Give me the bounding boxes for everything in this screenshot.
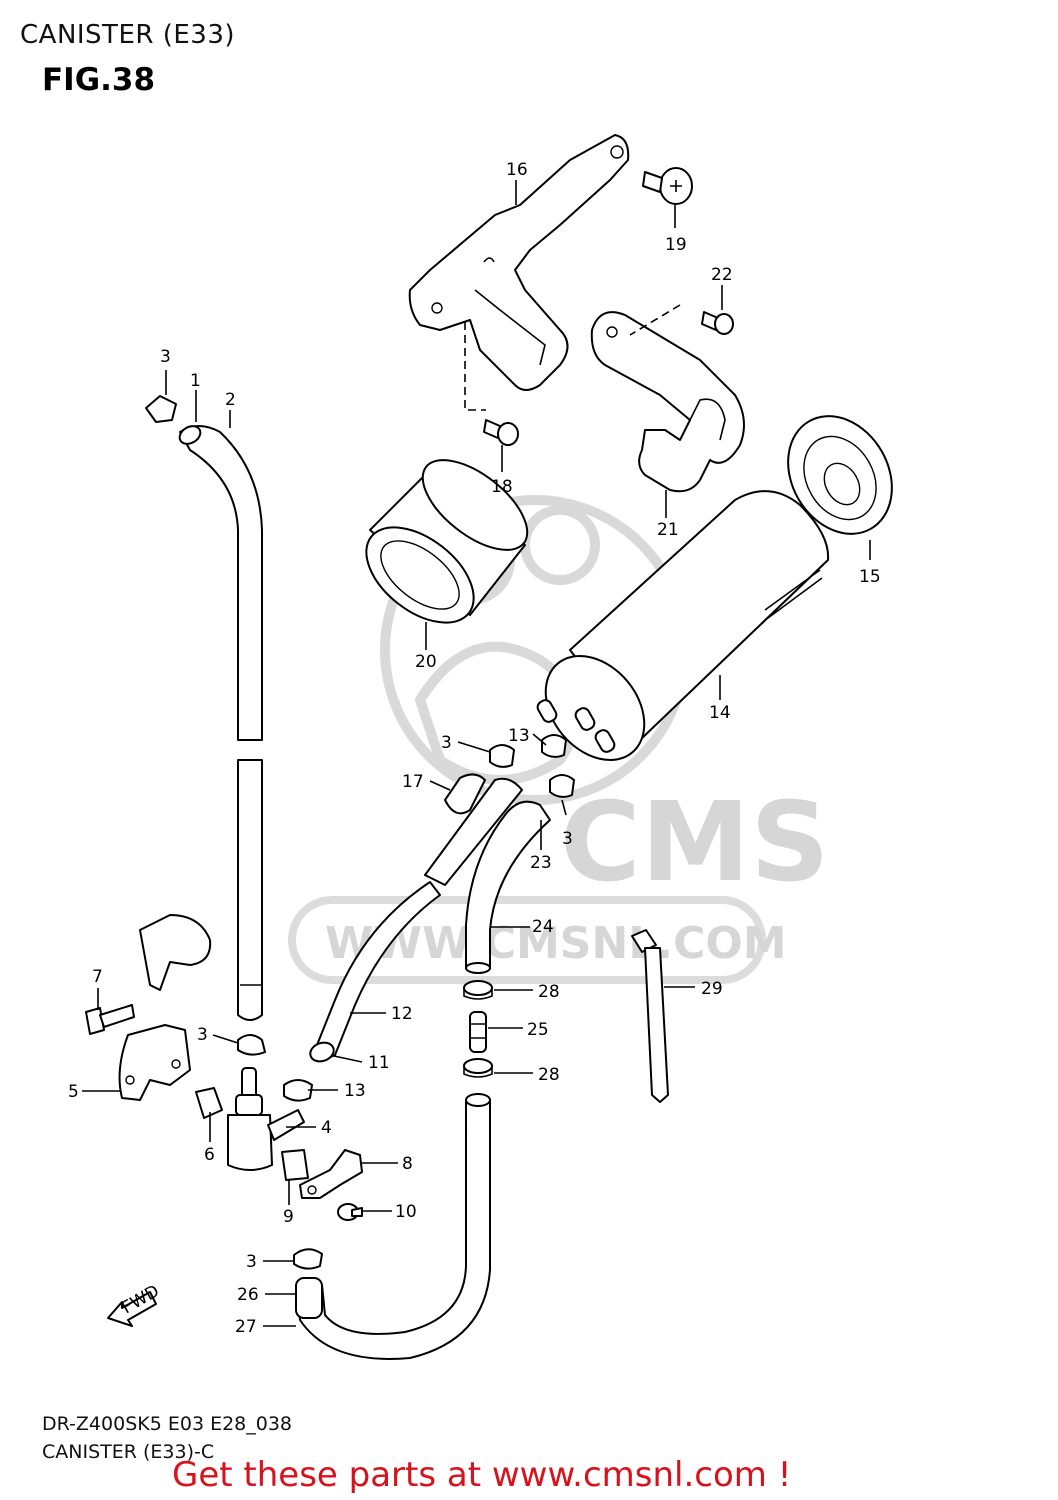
figure-label: FIG.38 — [42, 62, 156, 98]
part-3-clamp — [237, 1034, 266, 1056]
part-5-bracket — [118, 914, 212, 1101]
callout-labels: 16 19 22 3 1 2 18 21 15 20 14 3 13 17 3 … — [68, 160, 881, 1337]
diagram-header-title: CANISTER (E33) — [20, 20, 235, 50]
callout-5: 5 — [68, 1082, 79, 1102]
part-17-bracket — [408, 134, 630, 391]
callout-3: 3 — [562, 829, 573, 849]
part-24-hose — [465, 800, 551, 974]
part-27-hose — [295, 1093, 491, 1360]
part-10-screw — [337, 1203, 363, 1221]
callout-25: 25 — [527, 1020, 549, 1040]
part-15-canister-cap — [787, 415, 893, 535]
model-code: DR-Z400SK5 E03 E28_038 — [42, 1413, 293, 1435]
callout-27: 27 — [235, 1317, 257, 1337]
callout-20: 20 — [415, 652, 437, 672]
part-22-bolt — [701, 311, 734, 335]
part-16-plug — [444, 773, 486, 815]
part-13-clamp — [541, 734, 567, 758]
callout-18: 18 — [491, 477, 513, 497]
part-3-clamp — [145, 395, 177, 423]
part-2-long-hose — [178, 425, 263, 1021]
callout-6: 6 — [204, 1145, 215, 1165]
fwd-arrow-icon: FWD — [107, 1281, 163, 1327]
part-3-clamp — [549, 774, 575, 798]
part-4-valve — [227, 1067, 305, 1171]
part-6-clip — [195, 1087, 223, 1119]
callout-3: 3 — [197, 1025, 208, 1045]
callout-2: 2 — [225, 390, 236, 410]
part-20-canister-cap — [365, 459, 529, 624]
callout-12: 12 — [391, 1004, 413, 1024]
promo-banner-link[interactable]: Get these parts at www.cmsnl.com ! — [172, 1455, 792, 1495]
callout-3: 3 — [160, 347, 171, 367]
callout-22: 22 — [711, 265, 733, 285]
part-8-clamp — [299, 1149, 363, 1199]
callout-7: 7 — [92, 967, 103, 987]
part-28-clamp — [463, 980, 493, 1000]
callout-15: 15 — [859, 567, 881, 587]
callout-24: 24 — [532, 917, 554, 937]
part-14-canister — [536, 490, 830, 761]
callout-26: 26 — [237, 1285, 259, 1305]
diagram-subtitle: CANISTER (E33)-C — [42, 1441, 215, 1463]
callout-29: 29 — [701, 979, 723, 999]
cms-watermark: CMS WWW.CMSNL.COM — [288, 495, 829, 984]
part-19-bolt — [642, 167, 693, 205]
callout-13: 13 — [508, 726, 530, 746]
callout-3: 3 — [246, 1252, 257, 1272]
leader-lines — [82, 180, 871, 1327]
callout-16: 17 — [402, 772, 424, 792]
part-25-joint — [469, 1011, 487, 1053]
part-9-clip — [281, 1149, 309, 1181]
part-3-clamp — [293, 1248, 323, 1270]
part-3-clamp — [489, 744, 515, 768]
callout-14: 14 — [709, 703, 731, 723]
callout-11: 11 — [368, 1053, 390, 1073]
part-7-bolt — [85, 1004, 135, 1035]
callout-21: 21 — [657, 520, 679, 540]
callout-8: 8 — [402, 1154, 413, 1174]
callout-10: 10 — [395, 1202, 417, 1222]
part-28-clamp — [463, 1058, 493, 1078]
part-13-clamp — [283, 1079, 313, 1102]
callout-1: 1 — [190, 371, 201, 391]
callout-4: 4 — [321, 1118, 332, 1138]
callout-9: 9 — [283, 1207, 294, 1227]
part-12-hose — [309, 777, 523, 1063]
callout-3: 3 — [441, 733, 452, 753]
callout-28: 28 — [538, 1065, 560, 1085]
part-18-bolt — [483, 419, 519, 446]
callout-13: 13 — [344, 1081, 366, 1101]
callout-23: 23 — [530, 853, 552, 873]
part-21-bracket — [590, 311, 745, 493]
watermark-logo-text: CMS — [560, 778, 829, 906]
part-29-cable-tie — [631, 929, 669, 1103]
callout-28: 28 — [538, 982, 560, 1002]
callout-19: 19 — [665, 235, 687, 255]
callout-17: 16 — [506, 160, 528, 180]
